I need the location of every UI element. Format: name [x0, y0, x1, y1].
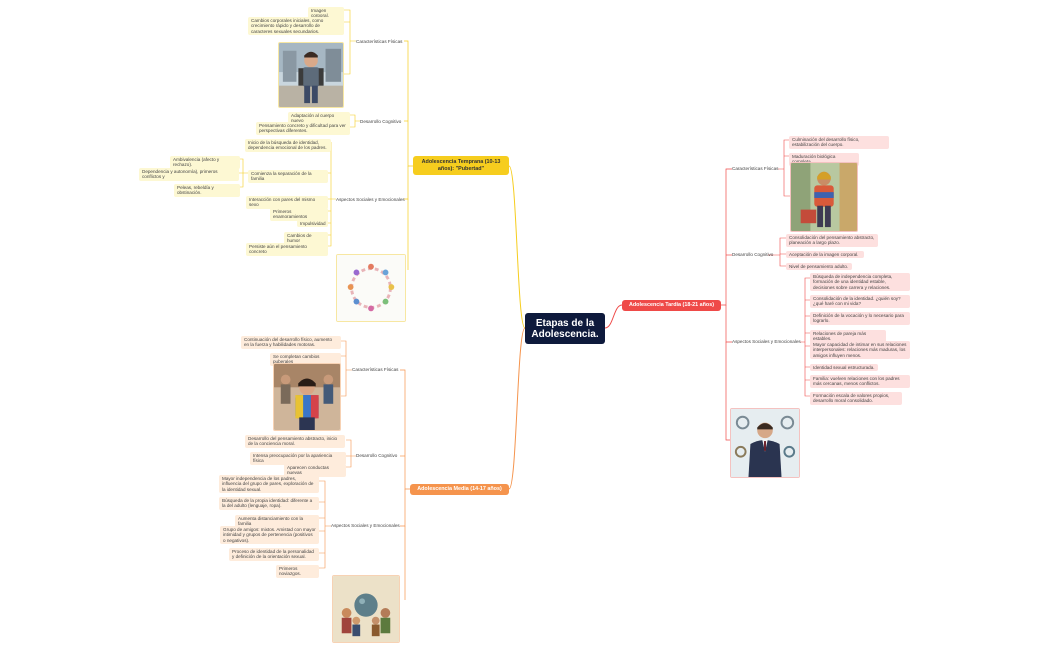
- link-media-social-items: [319, 480, 331, 569]
- temprana-sep-item-3[interactable]: Peleas, rebeldía y obstinación.: [174, 184, 240, 197]
- kids-circle-image: [336, 254, 406, 322]
- tardia-fisicas-item-1[interactable]: Culminación del desarrollo físico, estab…: [789, 136, 889, 149]
- link-tardia-social: [725, 305, 732, 343]
- link-tardia-social-items: [800, 277, 810, 397]
- link-root-tardia: [604, 304, 623, 329]
- link-tardia-image2: [725, 342, 730, 441]
- link-tardia-fisicas-items: [778, 139, 790, 197]
- media-social-label[interactable]: Aspectos Sociales y Emocionales: [331, 523, 400, 528]
- media-cognitivo-label[interactable]: Desarrollo Cognitivo: [356, 453, 398, 458]
- link-temprana-fisicas: [404, 40, 413, 167]
- link-media-social: [400, 489, 406, 527]
- link-root-temprana: [508, 165, 526, 329]
- media-cognitivo-item-1[interactable]: Desarrollo del pensamiento abstracto, in…: [245, 435, 345, 448]
- temprana-social-item-3[interactable]: Interacción con pares del mismo sexo: [246, 196, 328, 209]
- link-temprana-separacion-items: [239, 158, 248, 188]
- media-fisicas-item-2[interactable]: Se completan cambios puberales: [270, 353, 341, 366]
- temprana-sep-item-2[interactable]: Dependencia y autonomía), primeros confl…: [139, 168, 239, 181]
- friends-group-image: [332, 575, 400, 643]
- link-media-fisicas-items: [341, 340, 352, 397]
- link-root-media: [508, 327, 526, 490]
- temprana-fisicas-item-2[interactable]: Cambios corporales iniciales, como creci…: [248, 17, 344, 35]
- temprana-social-item-4[interactable]: Primeros enamoramientos: [270, 208, 328, 221]
- media-cognitivo-item-3[interactable]: Aparecen conductas nuevas: [284, 464, 346, 477]
- temprana-cognitivo-item-1[interactable]: Adaptación al cuerpo nuevo: [288, 112, 350, 125]
- media-social-item-6[interactable]: Primeros noviazgos.: [276, 565, 319, 578]
- tardia-social-item-8[interactable]: Formación escala de valores propios, des…: [810, 392, 902, 405]
- link-tardia-fisicas: [721, 168, 732, 306]
- link-media-fisicas: [400, 369, 410, 490]
- link-temprana-cognitivo-items: [350, 114, 360, 128]
- tardia-fisicas-label[interactable]: Características Físicas: [732, 166, 779, 171]
- link-temprana-social: [404, 166, 409, 200]
- media-social-item-5[interactable]: Proceso de identidad de la personalidad …: [229, 548, 319, 561]
- temprana-cognitivo-label[interactable]: Desarrollo Cognitivo: [360, 119, 402, 124]
- tardia-social-item-2[interactable]: Consolidación de la identidad. ¿quién so…: [810, 295, 910, 308]
- temprana-social-item-2[interactable]: Comienza la separación de la familia: [248, 170, 328, 183]
- link-tardia-cognitivo-items: [768, 237, 786, 267]
- temprana-social-item-7[interactable]: Persiste aún el pensamiento concreto: [246, 243, 328, 256]
- temprana-fisicas-item-1[interactable]: Imagen corporal.: [308, 7, 344, 20]
- media-social-item-3[interactable]: Aumenta distanciamiento con la familia: [235, 515, 319, 528]
- tardia-cognitivo-label[interactable]: Desarrollo Cognitivo: [732, 252, 774, 257]
- tardia-social-label[interactable]: Aspectos Sociales y Emocionales: [732, 339, 801, 344]
- tardia-social-item-7[interactable]: Familia: vuelven relaciones con los padr…: [810, 375, 910, 388]
- teens-group-image: [273, 363, 341, 431]
- young-man-suit-image: [730, 408, 800, 478]
- young-woman-image: [790, 162, 858, 232]
- media-social-item-2[interactable]: Búsqueda de la propia identidad: diferen…: [219, 497, 319, 510]
- temprana-fisicas-label[interactable]: Características Físicas: [356, 39, 403, 44]
- tardia-cognitivo-item-2[interactable]: Aceptación de la imagen corporal.: [786, 251, 864, 259]
- branch-media[interactable]: Adolescencia Media (14-17 años): [410, 484, 509, 495]
- tardia-social-item-5[interactable]: Mayor capacidad de intimar en sus relaci…: [810, 341, 910, 359]
- tardia-cognitivo-item-3[interactable]: Nivel de pensamiento adulto.: [786, 263, 852, 271]
- temprana-sep-item-1[interactable]: Ambivalencia (afecto y rechazo).: [170, 156, 240, 169]
- boy-backpack-image: [278, 42, 344, 108]
- temprana-social-item-6[interactable]: Cambios de humor: [284, 232, 328, 245]
- root-node[interactable]: Etapas de la Adolescencia.: [525, 313, 605, 344]
- media-social-item-4[interactable]: Grupo de amigos: mixtos. Amistad con may…: [220, 526, 319, 544]
- temprana-cognitivo-item-2[interactable]: Pensamiento concreto y dificultad para v…: [256, 122, 350, 135]
- tardia-social-item-3[interactable]: Definición de la vocación y lo necesario…: [810, 312, 910, 325]
- media-cognitivo-item-2[interactable]: Intensa preocupación por la apariencia f…: [250, 452, 346, 465]
- media-social-item-1[interactable]: Mayor independencia de los padres, influ…: [219, 475, 319, 493]
- link-temprana-fisicas-items: [344, 9, 356, 75]
- media-fisicas-item-1[interactable]: Continuación del desarrollo físico, aume…: [241, 336, 341, 349]
- tardia-social-item-4[interactable]: Relaciones de pareja más estables.: [810, 330, 886, 343]
- tardia-cognitivo-item-1[interactable]: Consolidación del pensamiento abstracto,…: [786, 234, 878, 247]
- media-fisicas-label[interactable]: Características Físicas: [352, 367, 399, 372]
- temprana-social-item-5[interactable]: Impulsividad: [297, 220, 328, 228]
- tardia-social-item-1[interactable]: Búsqueda de independencia completa, form…: [810, 273, 910, 291]
- branch-temprana[interactable]: Adolescencia Temprana (10-13 años): "Pub…: [413, 156, 509, 175]
- link-media-cognitivo-items: [346, 439, 356, 468]
- temprana-social-item-1[interactable]: Inicio de la búsqueda de identidad, depe…: [245, 139, 331, 152]
- tardia-social-item-6[interactable]: Identidad sexual estructurada.: [810, 364, 878, 372]
- branch-tardia[interactable]: Adolescencia Tardía (18-21 años): [622, 300, 721, 311]
- temprana-social-label[interactable]: Aspectos Sociales y Emocionales: [336, 197, 405, 202]
- link-temprana-social-items: [328, 142, 336, 247]
